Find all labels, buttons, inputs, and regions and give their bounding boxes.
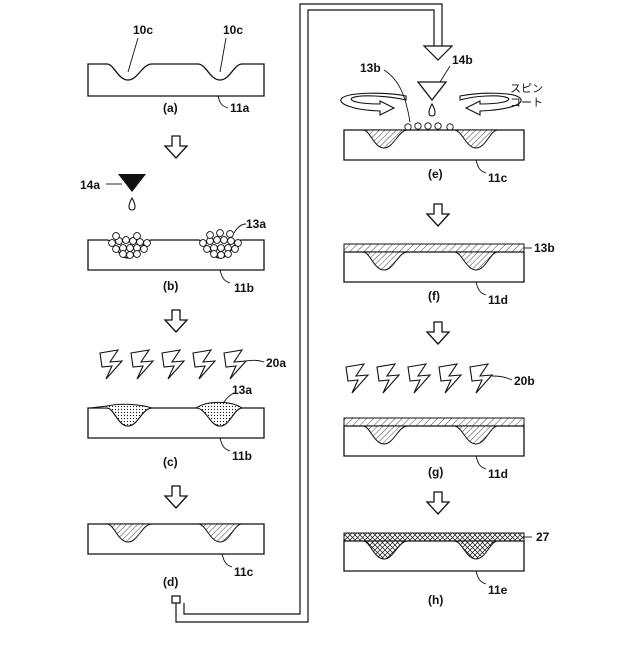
spin-arrow-left xyxy=(341,93,406,115)
process-arrow-c-d xyxy=(165,486,187,508)
label-13b-e: 13b xyxy=(360,61,381,75)
process-arrow-f-g xyxy=(427,322,449,344)
leader-11a xyxy=(218,96,228,108)
caption-b: (b) xyxy=(163,279,178,293)
label-14b: 14b xyxy=(452,53,473,67)
label-13a-b: 13a xyxy=(246,217,266,231)
leader-11b-c xyxy=(220,438,230,451)
label-10c-left: 10c xyxy=(133,23,153,37)
leader-11e xyxy=(476,571,486,584)
label-11b-b: 11b xyxy=(234,281,254,295)
coating-13b-g xyxy=(344,418,524,426)
caption-h: (h) xyxy=(428,593,443,607)
dispenser-14b xyxy=(418,82,446,100)
label-27: 27 xyxy=(536,530,550,544)
label-11c-d: 11c xyxy=(234,565,254,579)
droplet-14b xyxy=(429,104,435,116)
label-20a: 20a xyxy=(266,356,286,370)
process-arrow-e-f xyxy=(427,204,449,226)
caption-g: (g) xyxy=(428,465,443,479)
leader-11d-f xyxy=(476,282,486,295)
connector-arrow-head xyxy=(424,46,452,60)
leader-11d-g xyxy=(476,456,486,469)
process-arrow-b-c xyxy=(165,310,187,332)
leader-11c-d xyxy=(222,554,232,567)
label-11e: 11e xyxy=(488,583,508,597)
caption-a: (a) xyxy=(163,101,178,115)
leader-14b xyxy=(440,66,450,82)
coating-13b-f xyxy=(344,244,524,252)
spin-coat-label-1: スピン xyxy=(510,82,543,95)
leader-20b xyxy=(492,376,512,380)
caption-d: (d) xyxy=(163,575,178,589)
substrate-a xyxy=(88,64,264,96)
process-arrow-a-b xyxy=(165,136,187,158)
label-11a: 11a xyxy=(230,101,250,115)
spin-coat-label-2: コート xyxy=(510,97,543,109)
leader-13a-b xyxy=(234,224,246,233)
label-13b-f: 13b xyxy=(534,241,555,255)
label-20b: 20b xyxy=(514,374,535,388)
caption-c: (c) xyxy=(163,455,178,469)
droplet-14a xyxy=(129,198,135,210)
label-13a-c: 13a xyxy=(232,383,252,397)
particles-13b xyxy=(405,123,453,130)
dispenser-14a xyxy=(118,174,146,192)
process-arrow-g-h xyxy=(427,492,449,514)
leader-11b-b xyxy=(220,270,230,283)
label-11c-e: 11c xyxy=(488,171,508,185)
uv-bolts-20a xyxy=(100,350,246,379)
leader-20a xyxy=(246,360,264,362)
label-11b-c: 11b xyxy=(232,449,252,463)
leader-10c-1 xyxy=(128,38,138,72)
leader-10c-2 xyxy=(220,38,226,72)
process-arrow-d-e xyxy=(172,596,180,603)
label-11d-f: 11d xyxy=(488,293,508,307)
caption-f: (f) xyxy=(428,289,440,303)
cured-layer-27 xyxy=(344,533,524,541)
uv-bolts-20b xyxy=(346,364,492,393)
label-14a: 14a xyxy=(80,178,100,192)
caption-e: (e) xyxy=(428,167,443,181)
label-11d-g: 11d xyxy=(488,467,508,481)
label-10c-right: 10c xyxy=(223,23,243,37)
leader-11c-e xyxy=(476,160,486,173)
